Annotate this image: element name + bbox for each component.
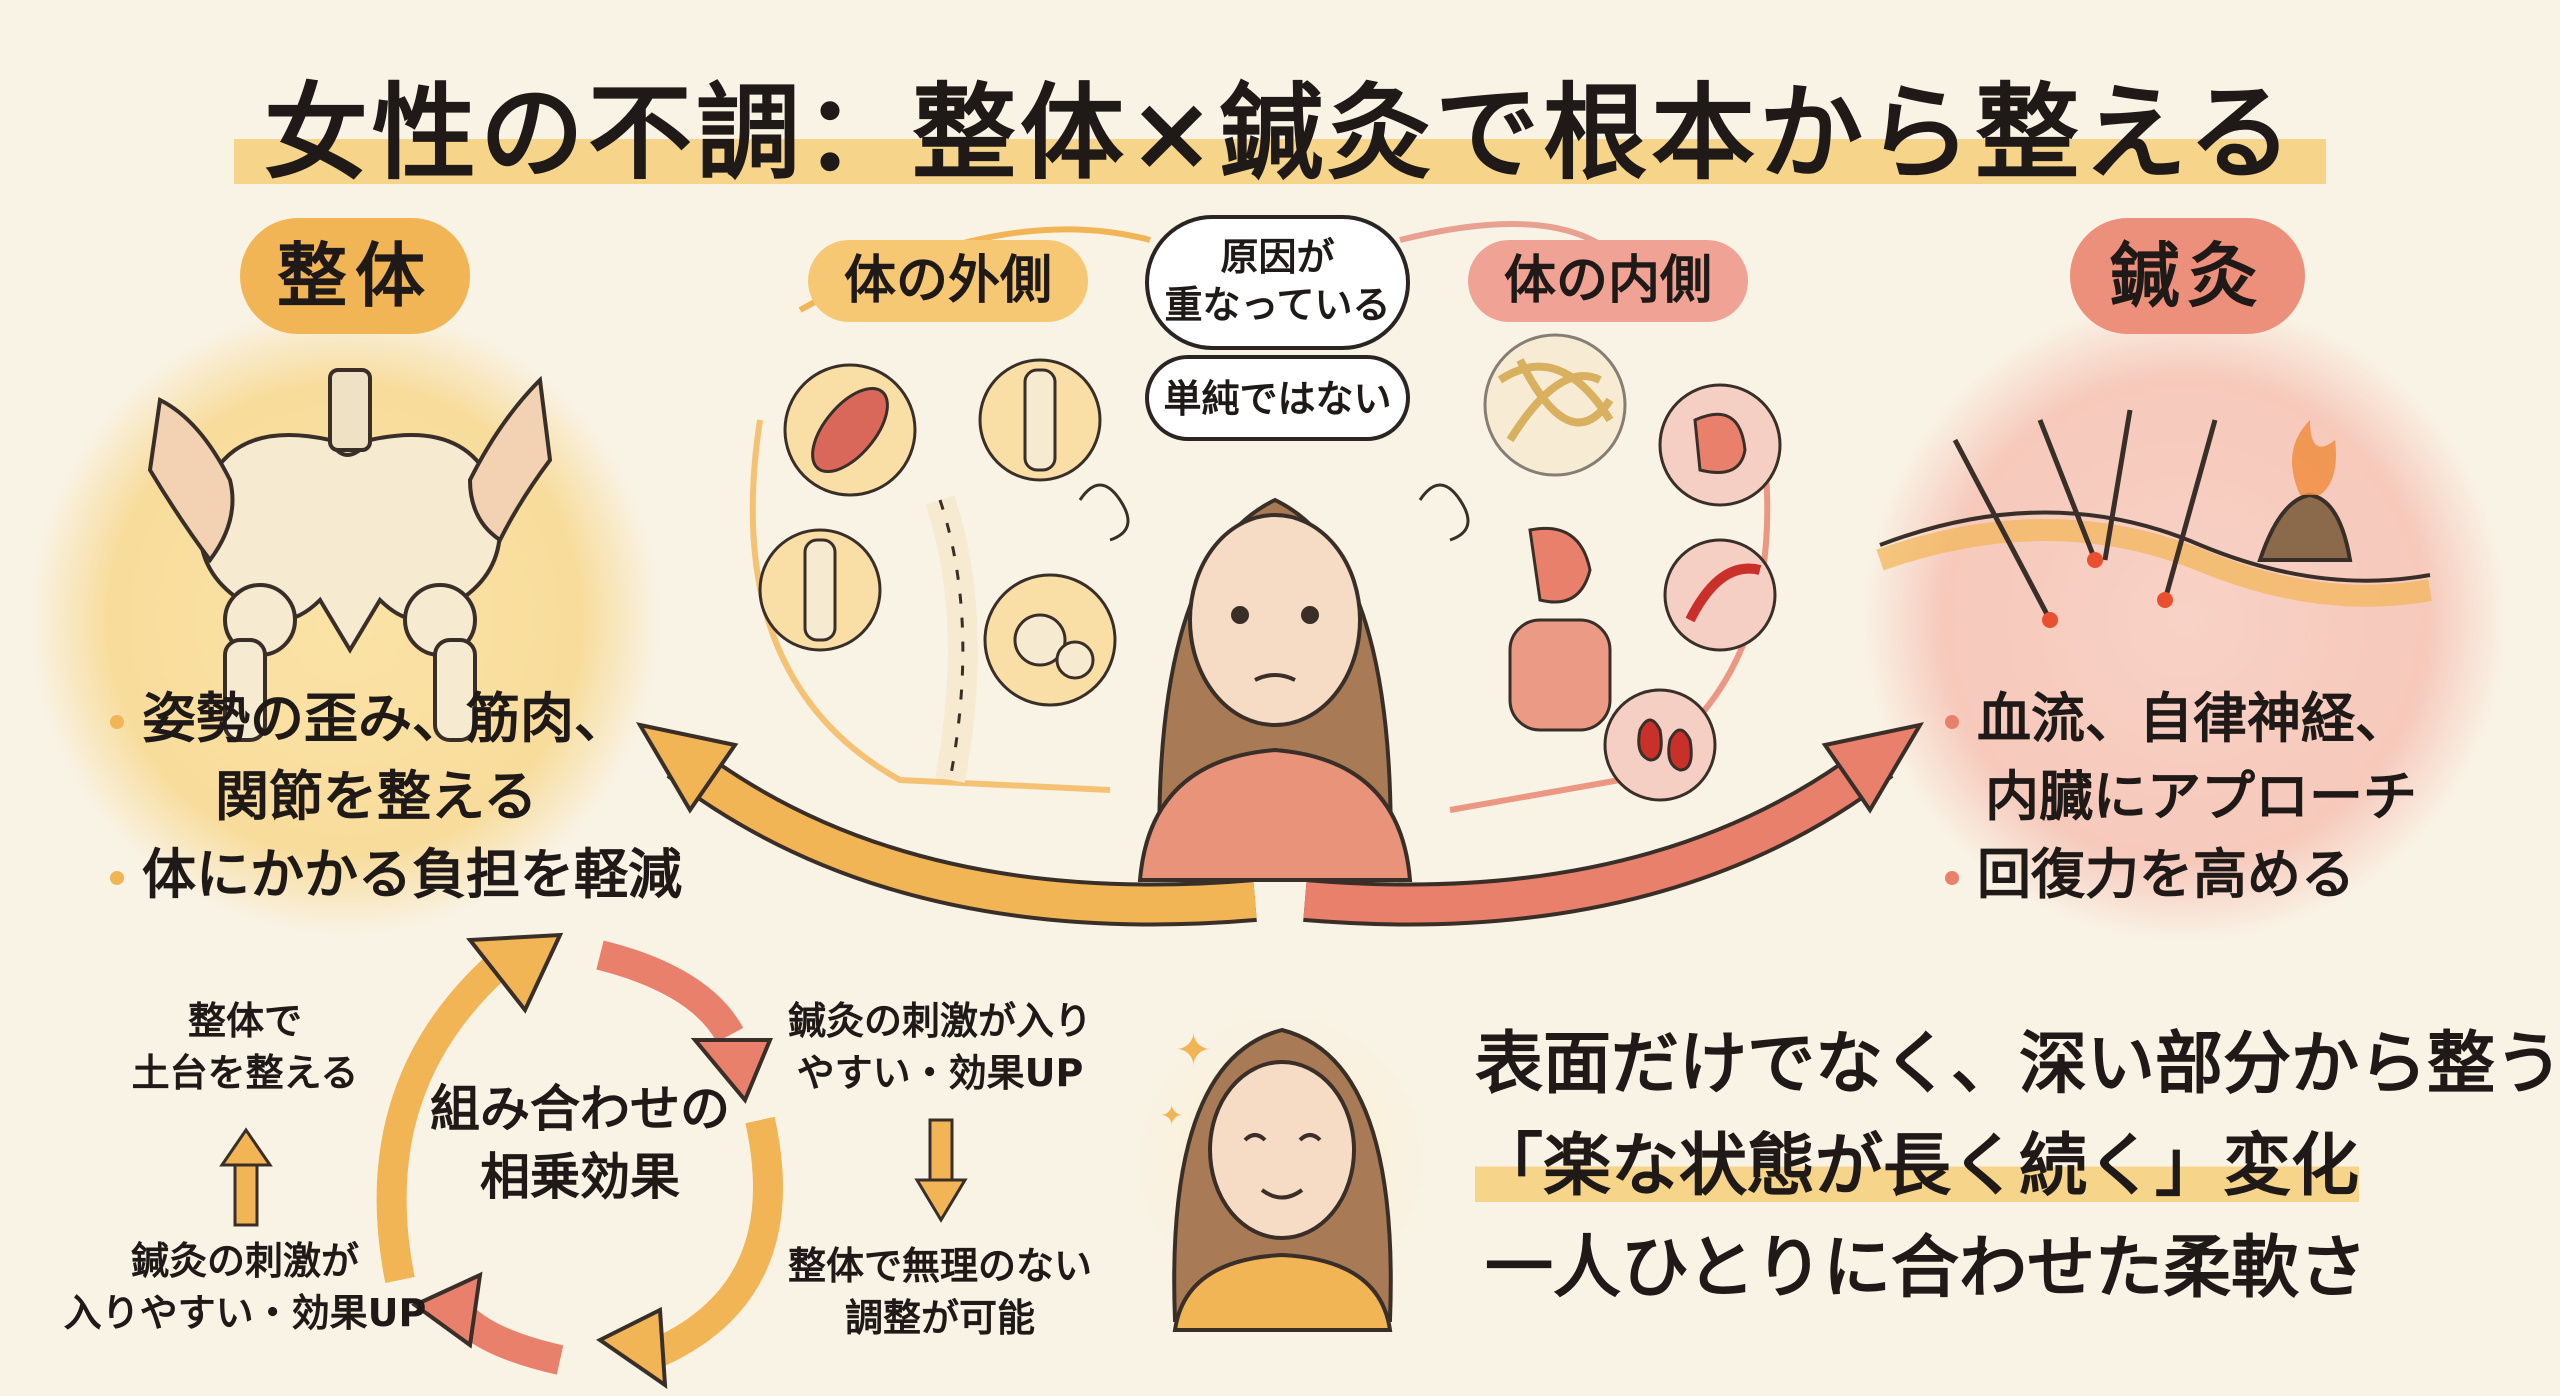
bullet-item: 体にかかる負担を軽減 bbox=[110, 836, 682, 914]
cycle-label-bottom-left: 鍼灸の刺激が入りやすい・効果UP bbox=[45, 1235, 445, 1339]
outer-body-label: 体の外側 bbox=[808, 240, 1088, 322]
synergy-center-label: 組み合わせの 相乗効果 bbox=[410, 1075, 750, 1211]
label-line: 鍼灸の刺激が bbox=[130, 1239, 359, 1283]
cycle-label-top-left: 整体で土台を整える bbox=[95, 995, 395, 1099]
shinkyu-badge: 鍼灸 bbox=[2070, 218, 2305, 334]
bullet-item: 回復力を高める bbox=[1945, 836, 2417, 914]
speech-bubble-top: 原因が 重なっている bbox=[1145, 215, 1410, 350]
label-line: 整体で無理のない bbox=[787, 1244, 1092, 1288]
inside-icons bbox=[1483, 333, 1782, 802]
cycle-label-top-right: 鍼灸の刺激が入りやすい・効果UP bbox=[760, 995, 1120, 1099]
statement-text: 「楽な状態が長く続く」変化 bbox=[1475, 1127, 2360, 1206]
small-arrows bbox=[219, 1118, 968, 1227]
statement: 一人ひとりに合わせた柔軟さ bbox=[1485, 1229, 2367, 1308]
svg-text:✦: ✦ bbox=[1175, 1025, 1212, 1076]
label-line: 土台を整える bbox=[131, 1051, 359, 1095]
label-line: 鍼灸の刺激が入り bbox=[787, 999, 1092, 1043]
worried-woman-illustration bbox=[1078, 483, 1470, 882]
happy-woman-illustration bbox=[1172, 1027, 1393, 1332]
bullet-item: 血流、自律神経、 bbox=[1945, 680, 2417, 758]
bullet-item-continued: 内臓にアプローチ bbox=[1985, 765, 2417, 828]
synergy-cycle bbox=[376, 932, 783, 1390]
bubble-text: 重なっている bbox=[1164, 283, 1391, 327]
label-line: 入りやすい・効果UP bbox=[63, 1291, 427, 1335]
synergy-line: 相乗効果 bbox=[480, 1148, 680, 1206]
shinkyu-bullets: 血流、自律神経、 内臓にアプローチ 回復力を高める bbox=[1945, 680, 2417, 914]
shinkyu-circle bbox=[1863, 298, 2507, 942]
label-line: 整体で bbox=[187, 999, 302, 1043]
svg-text:✦: ✦ bbox=[1160, 1099, 1183, 1132]
speech-bubble-bottom: 単純ではない bbox=[1145, 355, 1410, 441]
synergy-line: 組み合わせの bbox=[430, 1080, 730, 1138]
cycle-label-bottom-right: 整体で無理のない調整が可能 bbox=[760, 1240, 1120, 1344]
statement-highlighted: 「楽な状態が長く続く」変化 bbox=[1475, 1127, 2560, 1207]
benefit-statements: 表面だけでなく、深い部分から整う 「楽な状態が長く続く」変化 一人ひとりに合わせ… bbox=[1475, 1025, 2560, 1309]
seitai-bullets: 姿勢の歪み、筋肉、 関節を整える 体にかかる負担を軽減 bbox=[110, 680, 682, 914]
acupuncture-illustration bbox=[1876, 409, 2432, 628]
statement: 表面だけでなく、深い部分から整う bbox=[1475, 1025, 2560, 1104]
label-line: やすい・効果UP bbox=[796, 1051, 1084, 1095]
page-title: 女性の不調：整体×鍼灸で根本から整える bbox=[0, 48, 2560, 199]
bullet-item: 姿勢の歪み、筋肉、 bbox=[110, 680, 682, 758]
hands-illustration bbox=[147, 375, 553, 564]
bullet-item-continued: 関節を整える bbox=[215, 765, 538, 828]
bubble-text: 原因が bbox=[1220, 235, 1335, 279]
seitai-badge: 整体 bbox=[240, 218, 470, 334]
label-line: 調整が可能 bbox=[844, 1296, 1035, 1340]
outside-icons bbox=[758, 358, 1117, 783]
pelvis-illustration bbox=[198, 368, 502, 742]
inner-body-label: 体の内側 bbox=[1468, 240, 1748, 322]
